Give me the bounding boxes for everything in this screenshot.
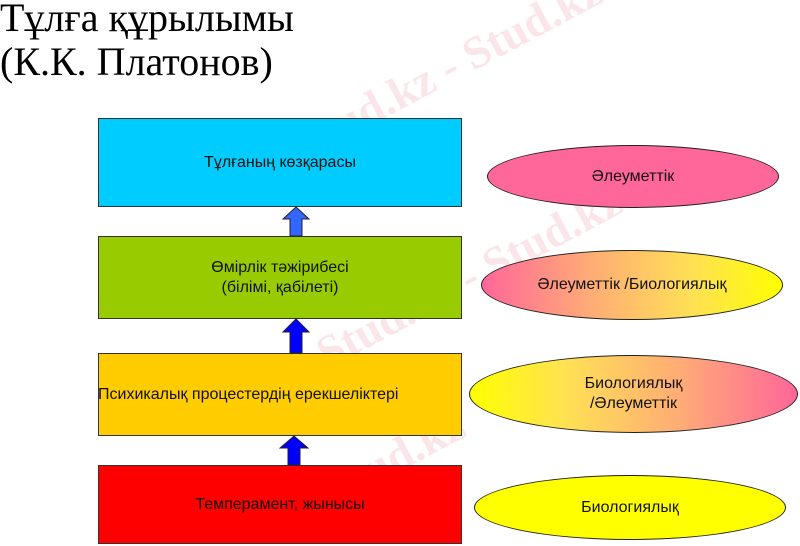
factor-label: Биологиялық (581, 498, 679, 516)
level-label: Өмірлік тәжірибесі (211, 258, 349, 276)
level-box-temperament: Темперамент, жынысы (98, 465, 462, 544)
level-box-experience: Өмірлік тәжірибесі (білімі, қабілеті) (98, 236, 462, 319)
level-label: Темперамент, жынысы (195, 495, 365, 513)
title-line-1: Тұлға құрылымы (0, 0, 294, 40)
level-label: Тұлғаның көзқарасы (204, 153, 356, 171)
arrow-up-icon (282, 318, 310, 354)
level-label-sub: (білімі, қабілеті) (221, 278, 339, 296)
factor-ellipse-biological-social: Биологиялық /Әлеуметтік (469, 355, 798, 433)
slide-title: Тұлға құрылымы (К.К. Платонов) (0, 0, 294, 84)
factor-label: Әлеуметтік (591, 167, 675, 185)
factor-ellipse-biological: Биологиялық (474, 475, 786, 540)
arrow-up-icon (279, 435, 309, 466)
factor-label-sub: /Әлеуметтік (590, 395, 677, 412)
level-box-mental-processes: Психикалық процестердің ерекшеліктері (98, 353, 462, 436)
level-label: Психикалық процестердің ерекшеліктері (98, 385, 399, 403)
level-box-worldview: Тұлғаның көзқарасы (98, 118, 462, 207)
factor-label: Әлеуметтік /Биологиялық (537, 276, 727, 293)
factor-label: Биологиялық (584, 375, 683, 392)
title-line-2: (К.К. Платонов) (0, 39, 273, 84)
factor-ellipse-social-biological: Әлеуметтік /Биологиялық (481, 250, 783, 320)
factor-ellipse-social: Әлеуметтік (487, 145, 779, 208)
arrow-up-icon (282, 206, 310, 237)
